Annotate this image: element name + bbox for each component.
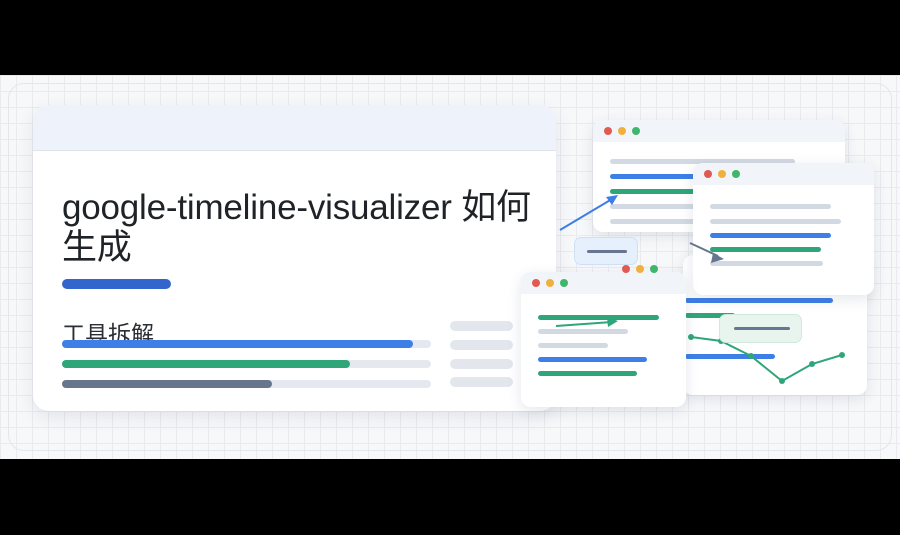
window-titlebar [693, 163, 874, 185]
progress-fill-gray [62, 380, 273, 388]
card-header-bar [33, 105, 556, 151]
tag-line [734, 327, 790, 330]
mini-line [610, 189, 700, 194]
tag-line [587, 250, 627, 253]
progress-track-gray [62, 380, 431, 388]
progress-track-green [62, 360, 431, 368]
connector-arrows [555, 195, 724, 327]
canvas-frame [8, 83, 892, 451]
floating-dot-red [622, 265, 630, 273]
mini-line [610, 204, 760, 209]
mini-line [610, 219, 720, 224]
mini-line [610, 174, 740, 179]
window-dot-red [532, 279, 540, 287]
floating-dot-yellow [636, 265, 644, 273]
mini-line [710, 261, 823, 266]
mini-line [710, 219, 841, 224]
window-dot-yellow [546, 279, 554, 287]
window-dot-green [560, 279, 568, 287]
mini-line [710, 247, 821, 252]
mini-line [538, 371, 637, 376]
mini-line [538, 343, 608, 348]
mini-line-chart [688, 334, 845, 384]
tag-green [719, 314, 802, 343]
illustration-canvas: google-timeline-visualizer 如何生成 工具拆解 [0, 75, 900, 459]
main-card: google-timeline-visualizer 如何生成 工具拆解 [33, 105, 556, 411]
window-dot-green [732, 170, 740, 178]
page-title: google-timeline-visualizer 如何生成 [62, 188, 531, 267]
mini-window-front [521, 272, 686, 407]
floating-dot-green [650, 265, 658, 273]
window-dot-yellow [718, 170, 726, 178]
mini-line [685, 298, 833, 303]
tag-blue [574, 237, 638, 265]
mini-line [610, 159, 795, 164]
mini-line [685, 354, 775, 359]
mini-line [538, 315, 659, 320]
window-dot-yellow [618, 127, 626, 135]
window-titlebar [593, 120, 845, 142]
mini-line [710, 233, 831, 238]
title-underline [62, 279, 171, 289]
mini-window-right [693, 163, 874, 295]
mini-line [538, 357, 647, 362]
progress-fill-blue [62, 340, 413, 348]
window-dot-red [704, 170, 712, 178]
progress-fill-green [62, 360, 350, 368]
progress-track-blue [62, 340, 431, 348]
mini-line [685, 313, 735, 318]
placeholder-pill [450, 359, 513, 369]
placeholder-pill [450, 377, 513, 387]
window-dot-green [632, 127, 640, 135]
mini-line [710, 204, 831, 209]
window-titlebar [521, 272, 686, 294]
window-dot-red [604, 127, 612, 135]
mini-line [538, 329, 628, 334]
placeholder-pill [450, 321, 513, 331]
placeholder-pill [450, 340, 513, 350]
